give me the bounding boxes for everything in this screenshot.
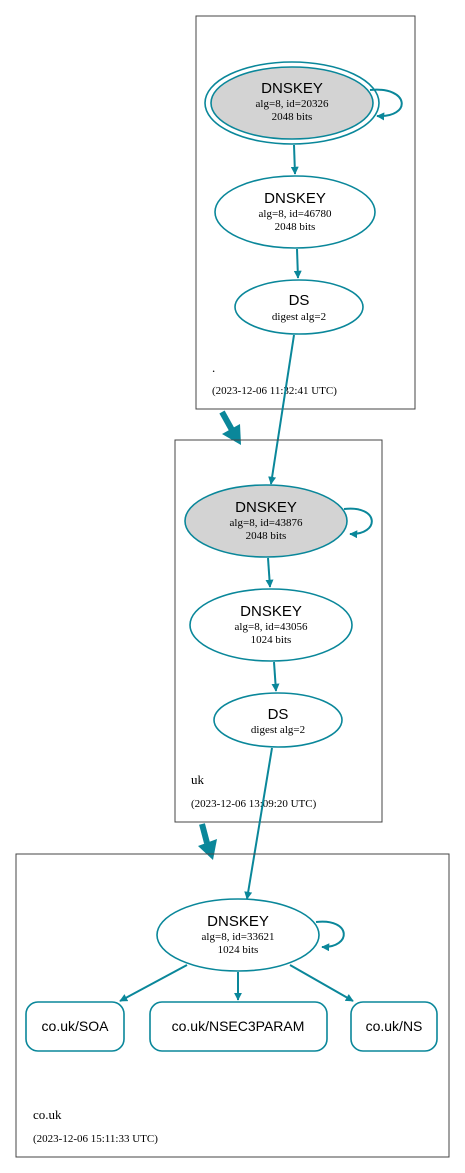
edge-root-ksk-to-zsk — [290, 144, 299, 175]
uk-ksk-self-edge — [343, 507, 373, 539]
root-ds-digest: digest alg=2 — [272, 311, 326, 323]
root-ksk-bits: 2048 bits — [272, 111, 313, 123]
uk-ksk-alg: alg=8, id=43876 — [230, 517, 303, 529]
uk-zsk-node[interactable]: DNSKEY alg=8, id=43056 1024 bits — [189, 588, 353, 662]
edge-couk-key-to-ns — [289, 964, 354, 1002]
rrset-soa-label: co.uk/SOA — [42, 1018, 110, 1034]
zone-couk-timestamp: (2023-12-06 15:11:33 UTC) — [33, 1133, 158, 1145]
edge-uk-ds-to-couk-key — [244, 747, 273, 900]
delegation-root-to-uk — [219, 410, 235, 432]
uk-ds-digest: digest alg=2 — [251, 724, 305, 736]
edge-uk-zsk-to-ds — [271, 661, 280, 692]
root-ds-node[interactable]: DS digest alg=2 — [234, 279, 364, 335]
edge-root-ds-to-uk-ksk — [268, 334, 295, 485]
zone-root-name: . — [212, 360, 215, 375]
zone-uk-box — [174, 439, 383, 823]
root-ksk-alg: alg=8, id=20326 — [256, 98, 329, 110]
zone-root-timestamp: (2023-12-06 11:32:41 UTC) — [212, 385, 337, 397]
uk-ds-title: DS — [268, 706, 289, 723]
uk-ksk-node[interactable]: DNSKEY alg=8, id=43876 2048 bits — [184, 484, 348, 558]
couk-key-bits: 1024 bits — [218, 944, 259, 956]
rrset-nsec3param-label: co.uk/NSEC3PARAM — [172, 1018, 305, 1034]
root-zsk-bits: 2048 bits — [275, 221, 316, 233]
rrset-ns-label: co.uk/NS — [366, 1018, 423, 1034]
edge-couk-key-to-soa — [119, 964, 188, 1002]
zone-uk: DNSKEY alg=8, id=43876 2048 bits DNSKEY … — [174, 439, 383, 823]
rrset-soa[interactable]: co.uk/SOA — [25, 1001, 125, 1052]
root-zsk-alg: alg=8, id=46780 — [259, 208, 332, 220]
delegation-uk-to-couk — [199, 823, 210, 844]
zone-uk-name: uk — [191, 772, 205, 787]
uk-ksk-title: DNSKEY — [235, 499, 297, 516]
root-ds-title: DS — [289, 292, 310, 309]
root-ksk-node[interactable]: DNSKEY alg=8, id=20326 2048 bits — [204, 61, 380, 145]
couk-key-node[interactable]: DNSKEY alg=8, id=33621 1024 bits — [156, 898, 320, 972]
couk-key-self-edge — [315, 920, 345, 952]
zone-couk-box — [15, 853, 450, 1158]
uk-zsk-bits: 1024 bits — [251, 634, 292, 646]
root-zsk-title: DNSKEY — [264, 190, 326, 207]
uk-ds-node[interactable]: DS digest alg=2 — [213, 692, 343, 748]
edge-root-zsk-to-ds — [293, 248, 302, 279]
zone-root-box — [195, 15, 416, 410]
zone-uk-timestamp: (2023-12-06 13:09:20 UTC) — [191, 798, 317, 810]
rrset-ns[interactable]: co.uk/NS — [350, 1001, 438, 1052]
uk-ksk-bits: 2048 bits — [246, 530, 287, 542]
uk-zsk-alg: alg=8, id=43056 — [235, 621, 308, 633]
zone-couk: DNSKEY alg=8, id=33621 1024 bits co.uk/S… — [15, 853, 450, 1158]
couk-key-alg: alg=8, id=33621 — [202, 931, 275, 943]
root-ksk-self-edge — [369, 88, 403, 121]
rrset-nsec3param[interactable]: co.uk/NSEC3PARAM — [149, 1001, 328, 1052]
edge-uk-ksk-to-zsk — [265, 557, 274, 588]
root-ksk-title: DNSKEY — [261, 80, 323, 97]
delegation-uk-to-couk-head — [198, 839, 217, 860]
zone-root: DNSKEY alg=8, id=20326 2048 bits DNSKEY … — [195, 15, 416, 410]
root-zsk-node[interactable]: DNSKEY alg=8, id=46780 2048 bits — [214, 175, 376, 249]
uk-zsk-title: DNSKEY — [240, 603, 302, 620]
couk-key-title: DNSKEY — [207, 913, 269, 930]
zone-couk-name: co.uk — [33, 1107, 62, 1122]
